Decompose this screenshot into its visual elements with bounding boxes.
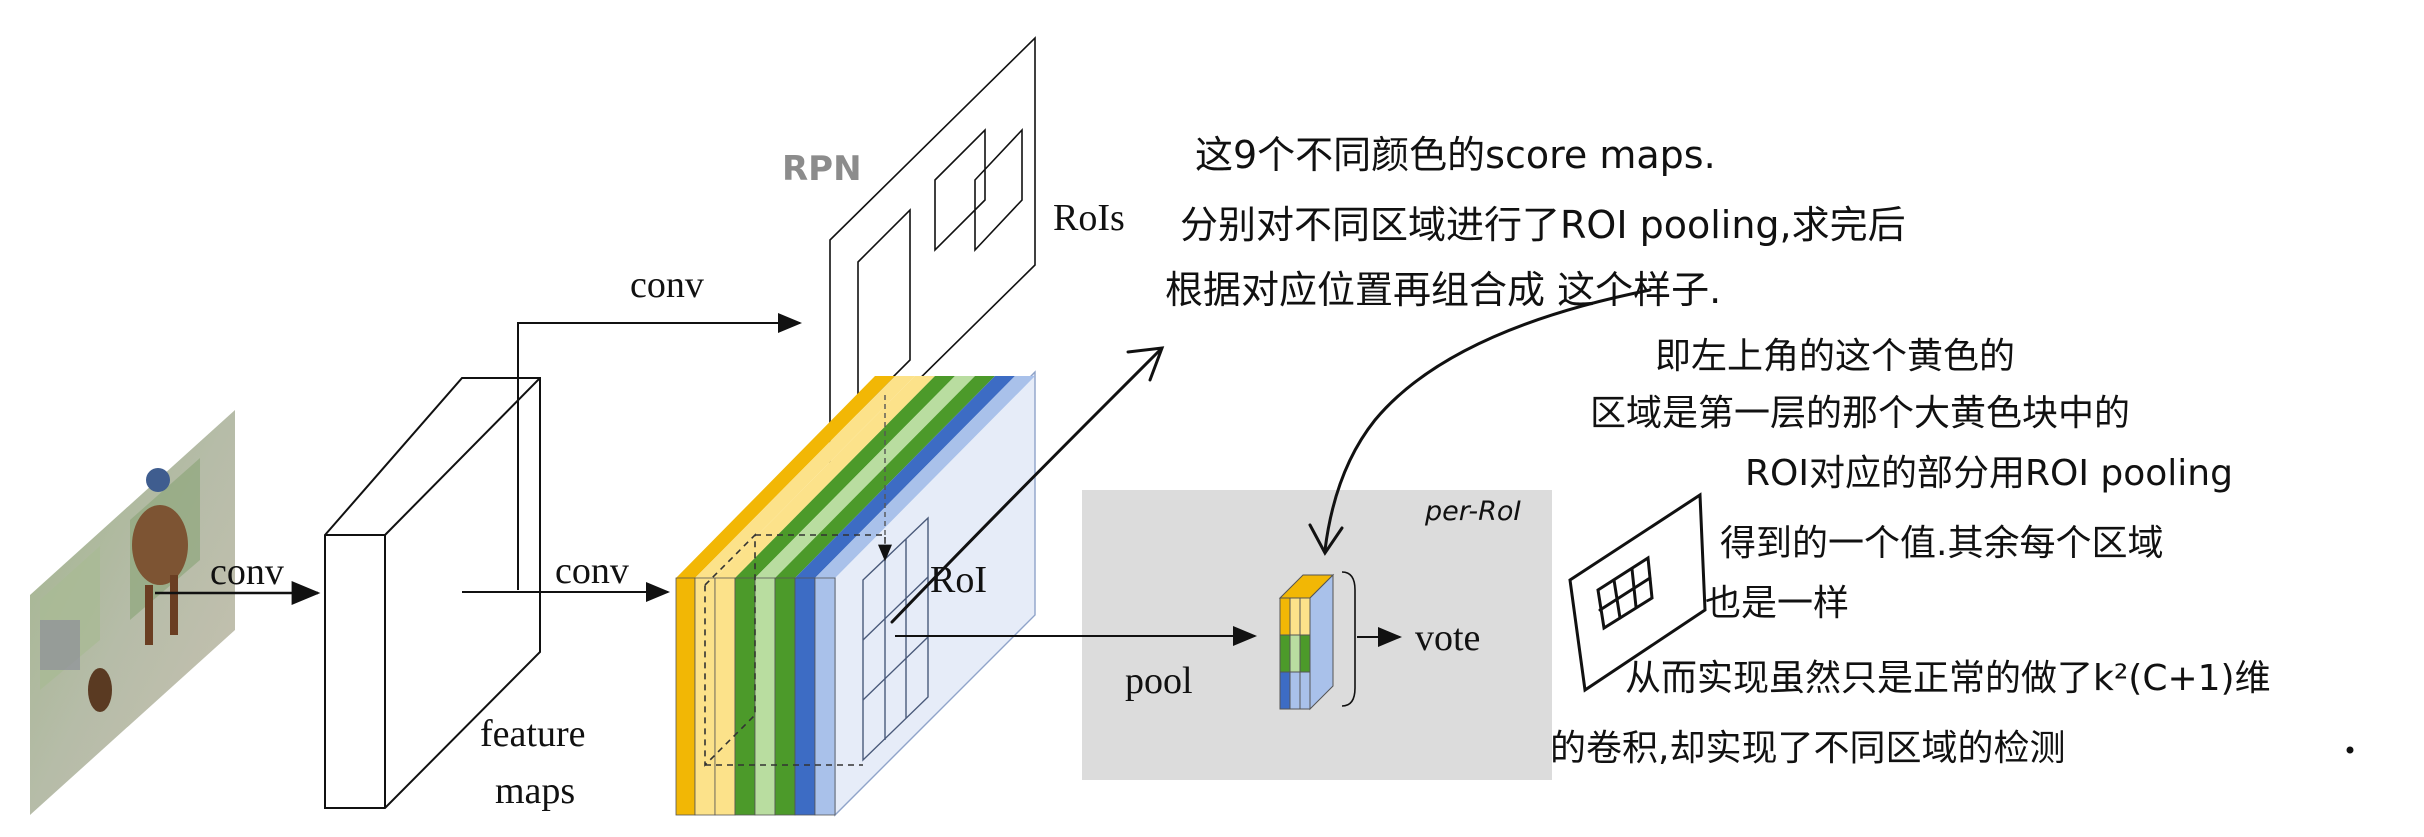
feature-maps-label-line2: maps [495, 770, 575, 812]
pool-label: pool [1125, 660, 1193, 702]
note1-line2: 分别对不同区域进行了ROI pooling,求完后 [1180, 203, 1906, 247]
pooled-score-block [1278, 573, 1335, 711]
note3-line1: 从而实现虽然只是正常的做了k²(C+1)维 [1625, 658, 2271, 699]
car-shape [40, 620, 80, 670]
conv-top-label: conv [630, 264, 704, 306]
rider-shape [146, 468, 170, 492]
rpn-plane [829, 36, 1036, 469]
score-map-front-faces [675, 577, 836, 816]
rpn-label: RPN [782, 149, 862, 189]
note2-line5: 也是一样 [1705, 583, 1849, 624]
vote-label: vote [1415, 617, 1480, 659]
input-image [30, 410, 235, 815]
roi-dashed-front [704, 533, 756, 767]
conv-input-label: conv [210, 551, 284, 593]
horse-shape [132, 505, 188, 585]
note2-line2: 区域是第一层的那个大黄色块中的 [1590, 393, 2130, 434]
note-curve-arrow [1323, 288, 1652, 552]
vote-bracket [1341, 571, 1356, 707]
note1-line3: 根据对应位置再组合成 这个样子. [1165, 268, 1721, 312]
score-maps-stack [675, 370, 1036, 817]
feature-maps-box [324, 377, 541, 809]
note3-line2: 的卷积,却实现了不同区域的检测 [1550, 728, 2065, 769]
roi-grid [862, 516, 929, 762]
note2-line3: ROI对应的部分用ROI pooling [1745, 453, 2233, 494]
handwritten-notes: 这9个不同颜色的score maps. 分别对不同区域进行了ROI poolin… [1165, 133, 2271, 769]
per-roi-label: per-RoI [1424, 496, 1521, 527]
roi-label: RoI [930, 559, 987, 601]
conv-mid-label: conv [555, 550, 629, 592]
dog-shape [88, 668, 112, 712]
note-pointer-arrow [890, 348, 1162, 624]
note2-line1: 即左上角的这个黄色的 [1655, 336, 2015, 377]
handwritten-strokes [890, 288, 2354, 754]
note1-line1: 这9个不同颜色的score maps. [1195, 133, 1716, 177]
feature-maps-label-line1: feature [480, 713, 585, 755]
note2-line4: 得到的一个值.其余每个区域 [1720, 523, 2163, 564]
sketch-grid-icon [1568, 492, 1707, 693]
rois-label: RoIs [1053, 197, 1125, 239]
